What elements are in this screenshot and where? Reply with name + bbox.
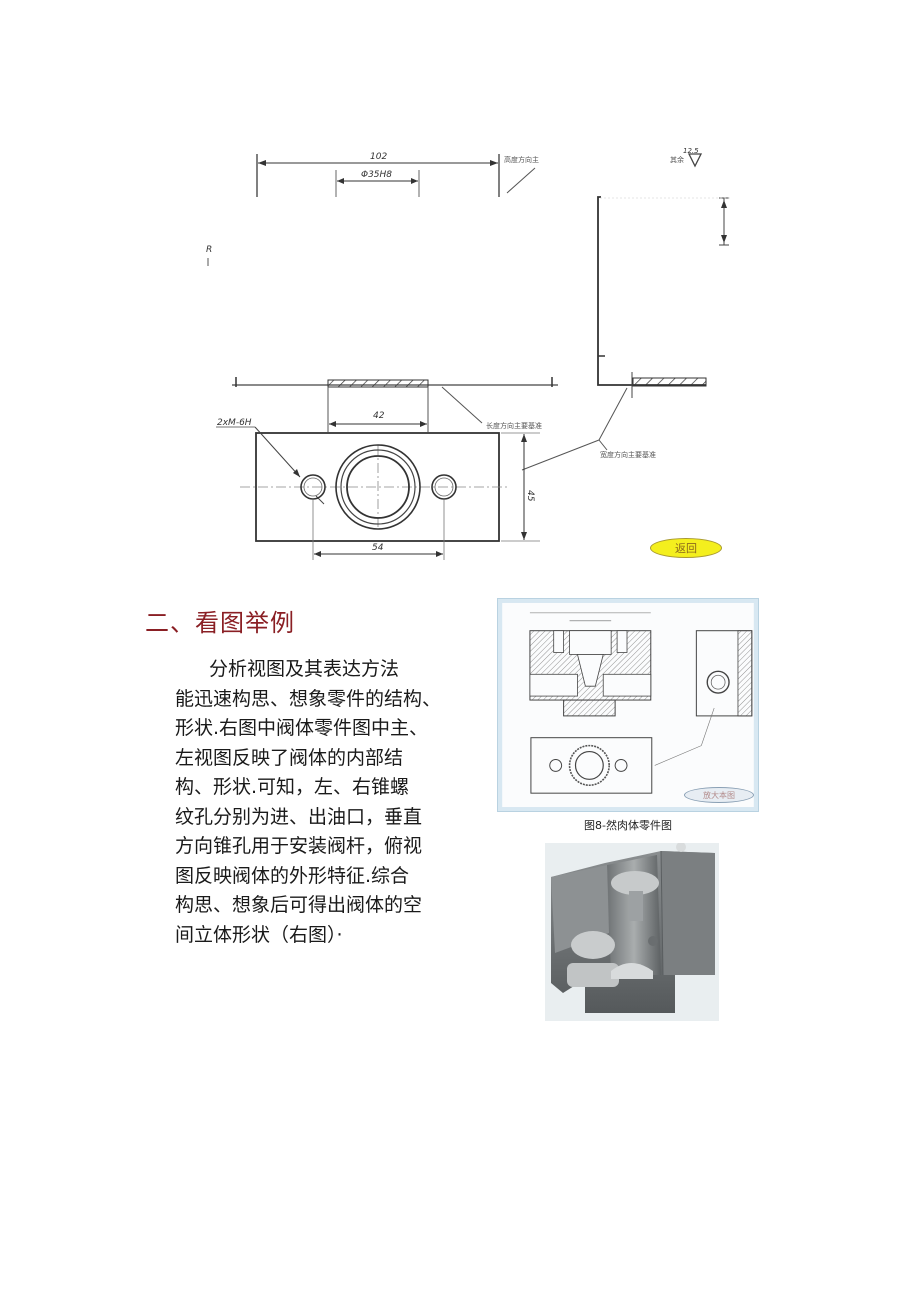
figure-caption: 图8-然肉体零件图 bbox=[584, 819, 672, 832]
body-line: 构、形状.可知，左、右锥螺 bbox=[175, 776, 410, 798]
thumbnail-drawing-svg bbox=[502, 602, 754, 808]
width-datum-note: 宽度方向主要基准 bbox=[600, 450, 656, 459]
body-line: 左视图反映了阀体的内部结 bbox=[175, 746, 404, 769]
body-line: 方向锥孔用于安装阀杆，俯视 bbox=[175, 835, 423, 857]
svg-text:R: R bbox=[206, 245, 212, 255]
svg-text:其余: 其余 bbox=[670, 155, 684, 164]
enlarge-figure-button[interactable]: 放大本图 bbox=[684, 787, 754, 803]
svg-text:54: 54 bbox=[372, 543, 384, 553]
thread-spec: 2xM-6H bbox=[217, 418, 252, 428]
body-line: 间立体形状（右图）· bbox=[175, 923, 343, 946]
body-line: 图反映阀体的外形特征.综合 bbox=[175, 864, 410, 887]
body-line: 能迅速构思、想象零件的结构、 bbox=[175, 687, 442, 710]
svg-text:12.5: 12.5 bbox=[683, 147, 699, 155]
body-line: 纹孔分别为进、出油口，垂直 bbox=[175, 805, 423, 828]
section-heading: 二、看图举例 bbox=[145, 609, 295, 637]
technical-drawing: 102 Φ35H8 高度方向主 其余 12.5 R 42 长度方向主要基准 bbox=[200, 140, 760, 570]
body-line: 形状.右图中阀体零件图中主、 bbox=[175, 717, 429, 739]
svg-text:Φ35H8: Φ35H8 bbox=[361, 170, 392, 180]
dim-overall-length: 102 bbox=[370, 152, 387, 162]
length-datum-note: 长度方向主要基准 bbox=[486, 421, 542, 430]
valve-body-drawing-svg: 102 Φ35H8 高度方向主 其余 12.5 R 42 长度方向主要基准 bbox=[206, 147, 730, 560]
body-line: 分析视图及其表达方法 bbox=[209, 658, 400, 680]
valve-body-3d-photo bbox=[545, 843, 719, 1021]
svg-text:42: 42 bbox=[373, 411, 385, 421]
svg-text:高度方向主: 高度方向主 bbox=[504, 155, 539, 164]
body-paragraph: 分析视图及其表达方法 能迅速构思、想象零件的结构、 形状.右图中阀体零件图中主、… bbox=[175, 655, 442, 950]
return-button-label: 返回 bbox=[675, 542, 697, 555]
body-line: 构思、想象后可得出阀体的空 bbox=[175, 894, 423, 916]
svg-text:45: 45 bbox=[525, 490, 535, 502]
valve-photo-svg bbox=[545, 843, 719, 1021]
valve-drawing-thumbnail[interactable] bbox=[497, 598, 759, 812]
return-button[interactable]: 返回 bbox=[650, 538, 722, 558]
enlarge-button-label: 放大本图 bbox=[703, 790, 735, 800]
